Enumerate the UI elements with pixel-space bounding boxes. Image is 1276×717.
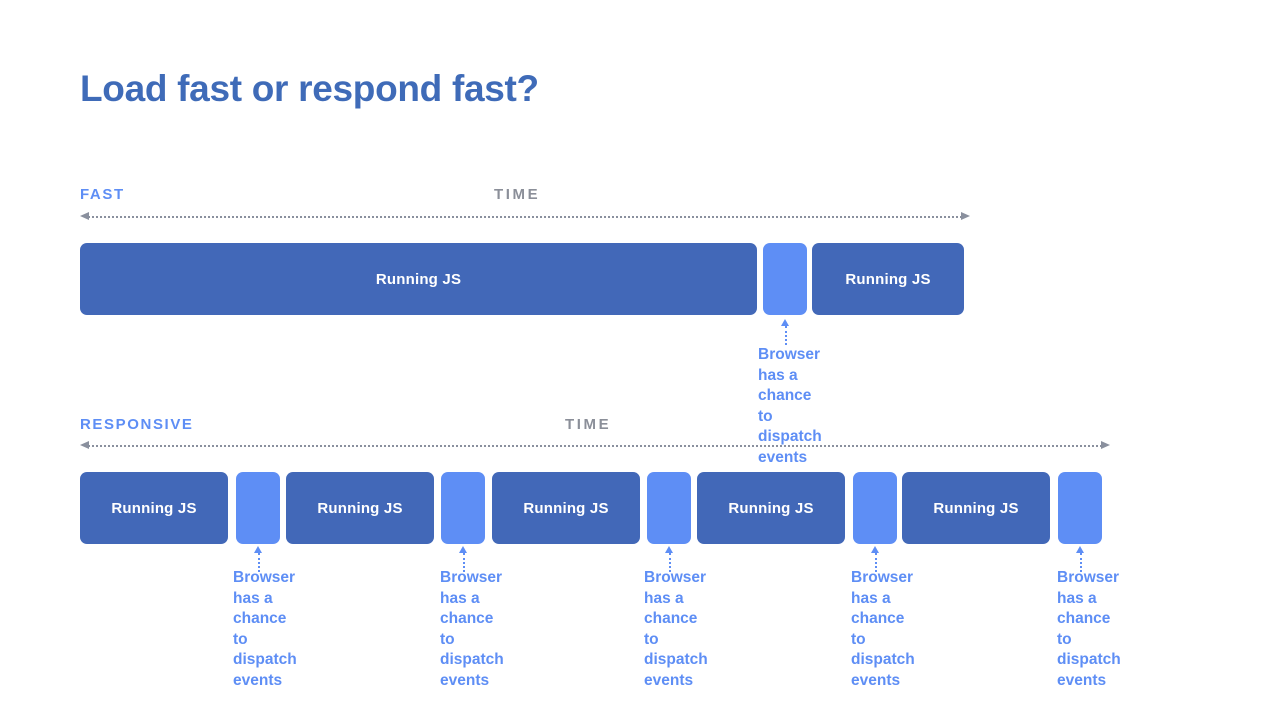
callout-text: Browser has a chance to dispatch events bbox=[233, 569, 297, 689]
timeline-block-busy[interactable]: Running JS bbox=[812, 243, 964, 315]
timeline-block-gap[interactable] bbox=[1058, 472, 1102, 544]
timeline-block-label: Running JS bbox=[111, 499, 197, 517]
callout-arrow-up-icon bbox=[254, 546, 263, 572]
callout-arrow-up-icon bbox=[871, 546, 880, 572]
section-label-responsive: RESPONSIVE bbox=[80, 416, 194, 433]
callout-arrow-up-icon bbox=[1076, 546, 1085, 572]
time-axis-label-responsive: TIME bbox=[565, 416, 612, 433]
callout-text: Browser has a chance to dispatch events bbox=[758, 346, 822, 466]
callout-arrow-up-icon bbox=[781, 319, 790, 345]
axis-arrow-left-icon bbox=[80, 441, 89, 449]
timeline-fast: Running JS Running JS bbox=[0, 243, 1276, 315]
time-axis-responsive bbox=[80, 441, 1110, 450]
timeline-responsive: Running JS Running JS Running JS Running… bbox=[0, 472, 1276, 544]
axis-arrow-left-icon bbox=[80, 212, 89, 220]
timeline-block-busy[interactable]: Running JS bbox=[697, 472, 845, 544]
callout-text: Browser has a chance to dispatch events bbox=[644, 569, 708, 689]
timeline-block-busy[interactable]: Running JS bbox=[492, 472, 640, 544]
timeline-block-gap[interactable] bbox=[441, 472, 485, 544]
timeline-block-label: Running JS bbox=[728, 499, 814, 517]
timeline-block-label: Running JS bbox=[317, 499, 403, 517]
timeline-block-busy[interactable]: Running JS bbox=[286, 472, 434, 544]
callout-text: Browser has a chance to dispatch events bbox=[851, 569, 915, 689]
timeline-block-label: Running JS bbox=[375, 270, 462, 288]
timeline-block-label: Running JS bbox=[845, 270, 931, 288]
time-axis-fast bbox=[80, 212, 970, 221]
callout-arrow-up-icon bbox=[459, 546, 468, 572]
page-title: Load fast or respond fast? bbox=[80, 68, 539, 109]
axis-arrow-right-icon bbox=[961, 212, 970, 220]
time-axis-label-fast: TIME bbox=[494, 186, 541, 203]
timeline-block-busy[interactable]: Running JS bbox=[80, 243, 757, 315]
section-label-fast: FAST bbox=[80, 186, 125, 203]
timeline-block-busy[interactable]: Running JS bbox=[80, 472, 228, 544]
callout-arrow-up-icon bbox=[665, 546, 674, 572]
timeline-block-gap[interactable] bbox=[647, 472, 691, 544]
axis-line bbox=[88, 445, 1102, 447]
callout-text: Browser has a chance to dispatch events bbox=[440, 569, 504, 689]
axis-line bbox=[88, 216, 962, 218]
timeline-block-busy[interactable]: Running JS bbox=[902, 472, 1050, 544]
callout-text: Browser has a chance to dispatch events bbox=[1057, 569, 1121, 689]
timeline-block-gap[interactable] bbox=[763, 243, 807, 315]
timeline-block-label: Running JS bbox=[933, 499, 1019, 517]
axis-arrow-right-icon bbox=[1101, 441, 1110, 449]
timeline-block-gap[interactable] bbox=[853, 472, 897, 544]
timeline-block-gap[interactable] bbox=[236, 472, 280, 544]
timeline-block-label: Running JS bbox=[523, 499, 609, 517]
